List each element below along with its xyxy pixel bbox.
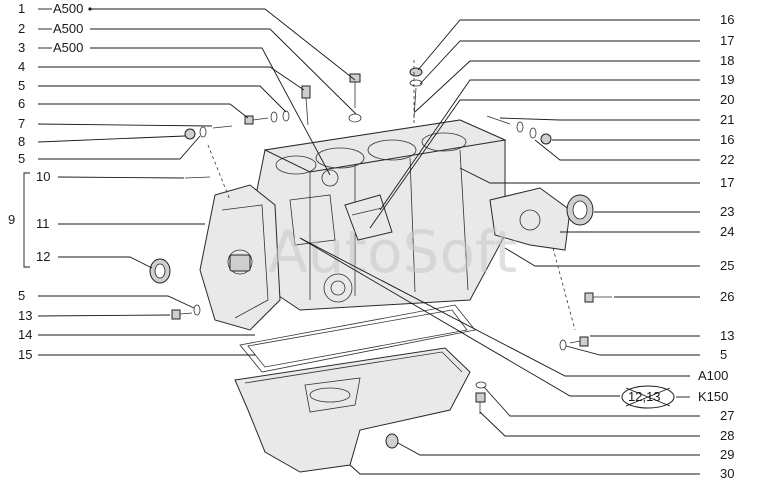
- callout-28-num: 28: [720, 428, 734, 443]
- callout-30-num: 30: [720, 466, 734, 481]
- watermark-text: AutoSoft: [268, 218, 517, 286]
- callout-17b-num: 17: [720, 175, 734, 190]
- rear-housing: [199, 184, 281, 331]
- oil-pan-gasket: [239, 304, 476, 373]
- fasteners: [171, 67, 612, 449]
- callout-27-num: 27: [720, 408, 734, 423]
- callout-13b-num: 13: [720, 328, 734, 343]
- oil-seal-large: [566, 194, 594, 226]
- callout-10-num: 10: [36, 169, 50, 184]
- callout-12-num: 12: [36, 249, 50, 264]
- oil-pan: [234, 347, 471, 473]
- callout-8-num: 8: [18, 134, 25, 149]
- callout-7-num: 7: [18, 116, 25, 131]
- callout-25-num: 25: [720, 258, 734, 273]
- callout-4-num: 4: [18, 59, 25, 74]
- callout-21-num: 21: [720, 112, 734, 127]
- callout-14-num: 14: [18, 327, 32, 342]
- oil-seal-small: [149, 258, 171, 284]
- oil-pump-bracket: [344, 194, 393, 241]
- callout-23-num: 23: [720, 204, 734, 219]
- callout-5a-num: 5: [18, 78, 25, 93]
- callout-17a-num: 17: [720, 33, 734, 48]
- callout-11-num: 11: [36, 216, 50, 231]
- callout-22-num: 22: [720, 152, 734, 167]
- callout-13a-num: 13: [18, 308, 32, 323]
- callout-1-code: A500: [53, 1, 83, 16]
- callout-15-num: 15: [18, 347, 32, 362]
- callout-19-num: 19: [720, 72, 734, 87]
- callout-6-num: 6: [18, 96, 25, 111]
- callout-5b-num: 5: [18, 151, 25, 166]
- callout-2-code: A500: [53, 21, 83, 36]
- callout-26-num: 26: [720, 289, 734, 304]
- callout-5d-num: 5: [720, 347, 727, 362]
- callout-29-num: 29: [720, 447, 734, 462]
- callout-24-num: 24: [720, 224, 734, 239]
- callout-3-num: 3: [18, 40, 25, 55]
- alignment-dashes: [207, 60, 576, 331]
- callout-1-num: 1: [18, 1, 25, 16]
- callout-a100-code: A100: [698, 368, 728, 383]
- callout-9-num: 9: [8, 212, 15, 227]
- callout-20-num: 20: [720, 92, 734, 107]
- callout-3-code: A500: [53, 40, 83, 55]
- callout-16b-num: 16: [720, 132, 734, 147]
- callout-18-num: 18: [720, 53, 734, 68]
- callout-k150-code: K150: [698, 389, 728, 404]
- callout-2-num: 2: [18, 21, 25, 36]
- callout-crossed-ref: 12,13: [628, 389, 661, 404]
- callout-16a-num: 16: [720, 12, 734, 27]
- front-cover: [489, 187, 571, 251]
- callout-5c-num: 5: [18, 288, 25, 303]
